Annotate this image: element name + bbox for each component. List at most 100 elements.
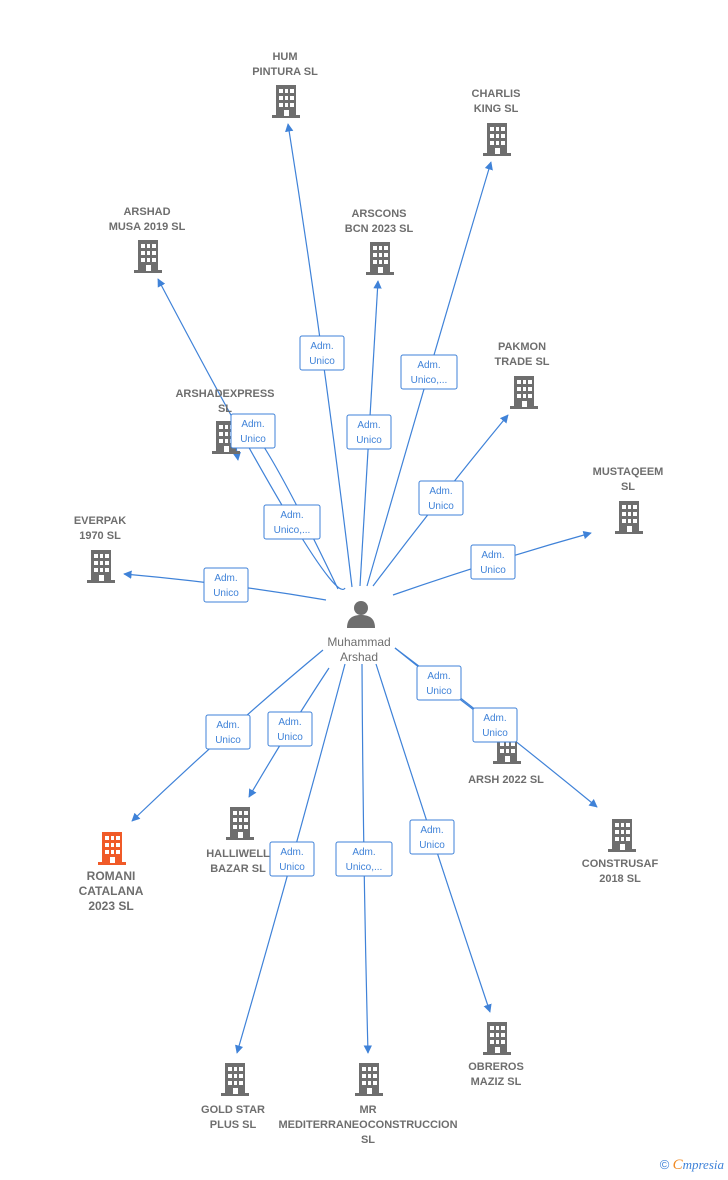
company-label-charlis-line2: KING SL [474,103,519,115]
role-badge-box [230,413,276,449]
building-icon [134,240,162,273]
company-label-pakmon-line2: TRADE SL [495,356,550,368]
company-label-pakmon-line1: PAKMON [498,341,546,353]
role-text-line2: Unico [213,588,239,599]
role-text-line1: Adm. [352,847,375,858]
company-label-hum-line2: PINTURA SL [252,66,318,78]
role-badge-box [409,819,455,855]
company-label-mr-line1: MR [359,1104,376,1116]
role-text-line1: Adm. [417,360,440,371]
role-badge-arshadexpress[interactable]: Adm.Unico [230,413,276,449]
role-text-line1: Adm. [278,717,301,728]
company-label-construsaf-line1: CONSTRUSAF [582,858,659,870]
role-text-line1: Adm. [214,573,237,584]
company-label-romani-line3: 2023 SL [88,899,133,913]
role-text-line2: Unico [309,356,335,367]
role-badge-everpak[interactable]: Adm. Unico [203,567,249,603]
building-icon [98,832,126,865]
role-badge-box [335,841,393,877]
company-label-arshad-musa-line1: ARSHAD [123,206,170,218]
role-badge-box [269,841,315,877]
company-label-romani-line2: CATALANA [79,884,144,898]
building-icon [615,501,643,534]
company-label-halliwell-line1: HALLIWELL [206,848,270,860]
company-label-mustaqeem-line2: SL [621,481,635,493]
company-label-obreros-line2: MAZIZ SL [471,1076,522,1088]
role-text-line2: Unico [356,435,382,446]
company-node-hum[interactable]: HUM PINTURA SL [252,51,318,118]
company-node-arsh[interactable]: ARSH 2022 SL [468,731,544,786]
building-icon [221,1063,249,1096]
role-badge-arscons[interactable]: Adm.Unico [346,414,392,450]
company-label-charlis-line1: CHARLIS [472,88,521,100]
edges-layer [123,123,598,1054]
company-node-charlis[interactable]: CHARLIS KING SL [472,88,521,156]
role-badge-arshad-musa[interactable]: Adm. Unico,... [263,504,321,540]
center-person-node[interactable]: Muhammad Arshad [327,601,391,664]
role-text-line2: Unico [277,732,303,743]
role-text-line1: Adm. [241,419,264,430]
company-label-goldstar-line1: GOLD STAR [201,1104,265,1116]
building-icon [355,1063,383,1096]
role-text-line2: Unico [279,862,305,873]
company-label-arsh-line1: ARSH 2022 SL [468,774,544,786]
role-badge-romani[interactable]: Adm.Unico [205,714,251,750]
role-badge-pakmon[interactable]: Adm. Unico [418,480,464,516]
role-badge-box [267,711,313,747]
role-badge-box [263,504,321,540]
brand-initial: C [672,1157,683,1173]
role-text-line1: Adm. [280,510,303,521]
role-text-line1: Adm. [310,341,333,352]
role-badge-box [299,335,345,371]
role-badge-arsh[interactable]: Adm.Unico [416,665,462,701]
role-text-line1: Adm. [280,847,303,858]
empresia-watermark[interactable]: © Cmpresia [660,1157,724,1174]
center-name-line2: Arshad [340,650,378,664]
role-badge-mr[interactable]: Adm.Unico,... [335,841,393,877]
company-node-pakmon[interactable]: PAKMON TRADE SL [495,341,550,409]
role-badge-box [470,544,516,580]
company-label-arscons-line2: BCN 2023 SL [345,223,414,235]
role-badge-box [205,714,251,750]
role-text-line1: Adm. [429,486,452,497]
role-text-line1: Adm. [427,671,450,682]
role-badge-construsaf[interactable]: Adm.Unico [472,707,518,743]
role-badge-box [203,567,249,603]
company-label-mr-line3: SL [361,1134,375,1146]
role-badge-charlis[interactable]: Adm.Unico,... [400,354,458,390]
role-text-line1: Adm. [420,825,443,836]
role-badge-goldstar[interactable]: Adm. Unico [269,841,315,877]
brand-name: mpresia [682,1157,724,1172]
person-icon [347,601,375,628]
role-text-line2: Unico [428,501,454,512]
building-icon [272,85,300,118]
role-text-line2: Unico [480,565,506,576]
company-label-arshadexpress-line1: ARSHADEXPRESS [175,388,274,400]
company-label-hum-line1: HUM [272,51,297,63]
building-icon [366,242,394,275]
role-text-line1: Adm. [216,720,239,731]
company-node-halliwell[interactable]: HALLIWELL BAZAR SL [206,807,270,875]
role-text-line2: Unico,... [274,525,311,536]
role-text-line2: Unico [419,840,445,851]
role-badge-mustaqeem[interactable]: Adm.Unico [470,544,516,580]
role-badge-halliwell[interactable]: Adm. Unico [267,711,313,747]
copyright-symbol: © [659,1157,670,1172]
role-badge-hum[interactable]: Adm. Unico [299,335,345,371]
role-badge-box [472,707,518,743]
company-label-everpak-line1: EVERPAK [74,515,126,527]
company-label-halliwell-line2: BAZAR SL [210,863,266,875]
role-badge-obreros[interactable]: Adm. Unico [409,819,455,855]
